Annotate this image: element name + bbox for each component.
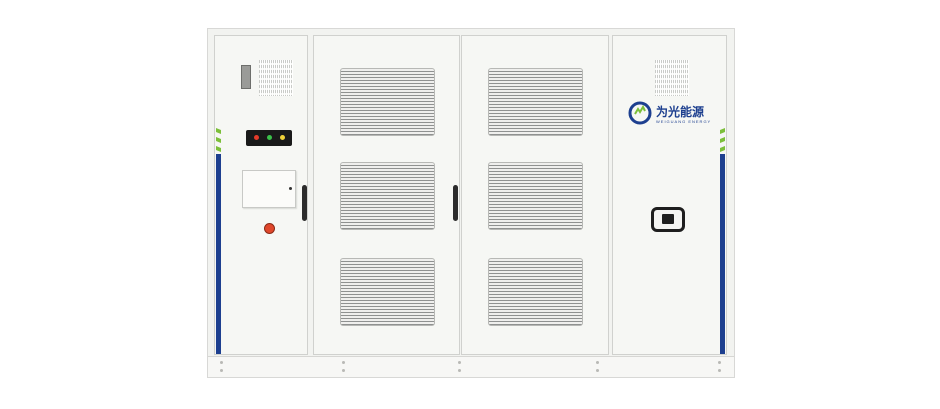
bolt-icon xyxy=(596,361,599,364)
green-chevron-icon xyxy=(216,128,221,134)
bolt-icon xyxy=(458,369,461,372)
power-cabinet: 为光能源 WEIGUANG ENERGY xyxy=(207,28,735,378)
yellow-led-icon xyxy=(280,135,285,140)
hmi-screen-icon[interactable] xyxy=(651,207,685,232)
green-chevron-icon xyxy=(216,146,221,152)
door-handle-icon[interactable] xyxy=(453,185,458,221)
ventilation-grille-icon xyxy=(259,60,293,96)
key-switch-icon[interactable] xyxy=(241,65,251,89)
bolt-icon xyxy=(220,361,223,364)
ventilation-grille-icon xyxy=(655,60,689,96)
green-chevron-icon xyxy=(720,128,725,134)
blue-accent-stripe-left xyxy=(216,154,221,354)
louver-icon xyxy=(488,68,583,136)
lock-icon xyxy=(289,187,292,190)
logo-name: 为光能源 xyxy=(656,105,705,119)
louver-icon xyxy=(488,162,583,230)
bolt-icon xyxy=(342,361,345,364)
green-chevron-icon xyxy=(720,137,725,143)
louver-icon xyxy=(340,68,435,136)
green-led-icon xyxy=(267,135,272,140)
green-chevron-icon xyxy=(720,146,725,152)
bolt-icon xyxy=(718,369,721,372)
door-handle-icon[interactable] xyxy=(302,185,307,221)
blue-accent-stripe-right xyxy=(720,154,725,354)
cabinet-base xyxy=(208,356,734,377)
bolt-icon xyxy=(342,369,345,372)
center-right-door xyxy=(461,35,609,355)
louver-icon xyxy=(488,258,583,326)
bolt-icon xyxy=(220,369,223,372)
logo-subtitle: WEIGUANG ENERGY xyxy=(656,119,712,124)
logo-icon xyxy=(628,101,652,125)
right-control-panel: 为光能源 WEIGUANG ENERGY xyxy=(612,35,727,355)
louver-icon xyxy=(340,258,435,326)
bolt-icon xyxy=(718,361,721,364)
meter-window-box[interactable] xyxy=(242,170,296,208)
brand-logo: 为光能源 WEIGUANG ENERGY xyxy=(628,101,712,127)
bolt-icon xyxy=(458,361,461,364)
hmi-display xyxy=(662,214,674,224)
center-left-door xyxy=(313,35,460,355)
bolt-icon xyxy=(596,369,599,372)
emergency-stop-icon[interactable] xyxy=(264,223,275,234)
red-led-icon xyxy=(254,135,259,140)
green-chevron-icon xyxy=(216,137,221,143)
left-control-panel xyxy=(214,35,308,355)
indicator-light-panel xyxy=(246,130,292,146)
louver-icon xyxy=(340,162,435,230)
